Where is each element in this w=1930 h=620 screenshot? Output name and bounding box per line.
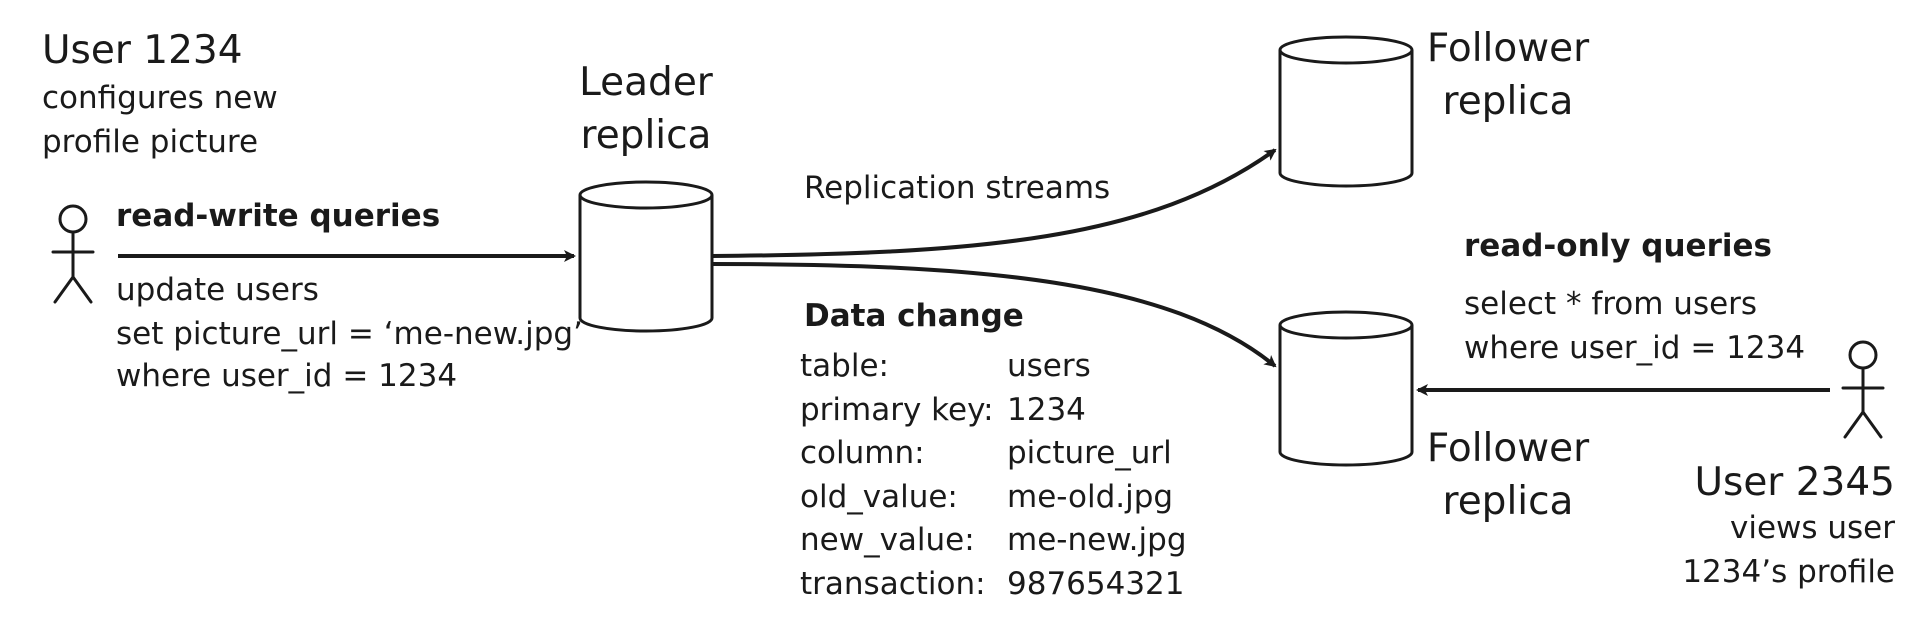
data-change-value: me-old.jpg [1007, 478, 1174, 515]
data-change-value: 987654321 [1007, 565, 1185, 602]
write-query-line1: update users [116, 272, 319, 308]
data-change-key: primary key: [800, 391, 994, 428]
follower-replica-top-database-icon [1278, 35, 1414, 188]
data-change-row: table: users [800, 348, 1187, 392]
data-change-key: column: [800, 435, 925, 471]
follower-top-label-line2: replica [1442, 79, 1574, 124]
follower-replica-bottom-database-icon [1278, 310, 1414, 467]
data-change-key: transaction: [800, 565, 986, 602]
data-change-value: 1234 [1007, 391, 1086, 428]
data-change-row: primary key: 1234 [800, 392, 1187, 436]
data-change-row: transaction: 987654321 [800, 566, 1187, 610]
read-write-queries-title: read-write queries [116, 198, 441, 234]
user-2345-desc-line1: views user [1729, 510, 1895, 546]
user-2345-name: User 2345 [1694, 460, 1895, 505]
data-change-value: me-new.jpg [1007, 522, 1187, 558]
replication-stream-top-arrow [711, 148, 1277, 258]
data-change-row: new_value: me-new.jpg [800, 522, 1187, 566]
data-change-table: table: users primary key: 1234 column: p… [800, 348, 1187, 609]
leader-replica-database-icon [578, 180, 714, 333]
user-2345-figure-icon [1841, 340, 1885, 439]
data-change-title: Data change [804, 298, 1024, 334]
user-1234-figure-icon [51, 204, 95, 304]
write-query-line3: where user_id = 1234 [116, 358, 458, 394]
follower-bottom-label-line1: Follower [1426, 426, 1590, 471]
leader-replica-label-line1: Leader [579, 60, 713, 105]
data-change-value: picture_url [1007, 435, 1172, 471]
follower-top-label-line1: Follower [1426, 26, 1590, 71]
user-1234-desc-line1: configures new [42, 80, 278, 116]
write-query-line2: set picture_url = ‘me-new.jpg’ [116, 316, 583, 352]
data-change-key: old_value: [800, 478, 958, 515]
replication-streams-label: Replication streams [804, 170, 1111, 206]
data-change-key: new_value: [800, 522, 975, 558]
read-query-line1: select * from users [1464, 286, 1758, 322]
data-change-value: users [1007, 348, 1091, 384]
read-only-queries-title: read-only queries [1464, 228, 1772, 264]
user-1234-desc-line2: profile picture [42, 124, 259, 160]
data-change-row: old_value: me-old.jpg [800, 479, 1187, 523]
replication-stream-bottom-arrow [711, 262, 1277, 368]
user-1234-name: User 1234 [42, 28, 243, 73]
leader-replica-label-line2: replica [580, 113, 712, 158]
user-2345-desc-line2: 1234’s profile [1682, 554, 1895, 590]
read-query-line2: where user_id = 1234 [1464, 330, 1806, 366]
follower-bottom-label-line2: replica [1442, 479, 1574, 524]
data-change-row: column: picture_url [800, 435, 1187, 479]
data-change-key: table: [800, 348, 889, 384]
